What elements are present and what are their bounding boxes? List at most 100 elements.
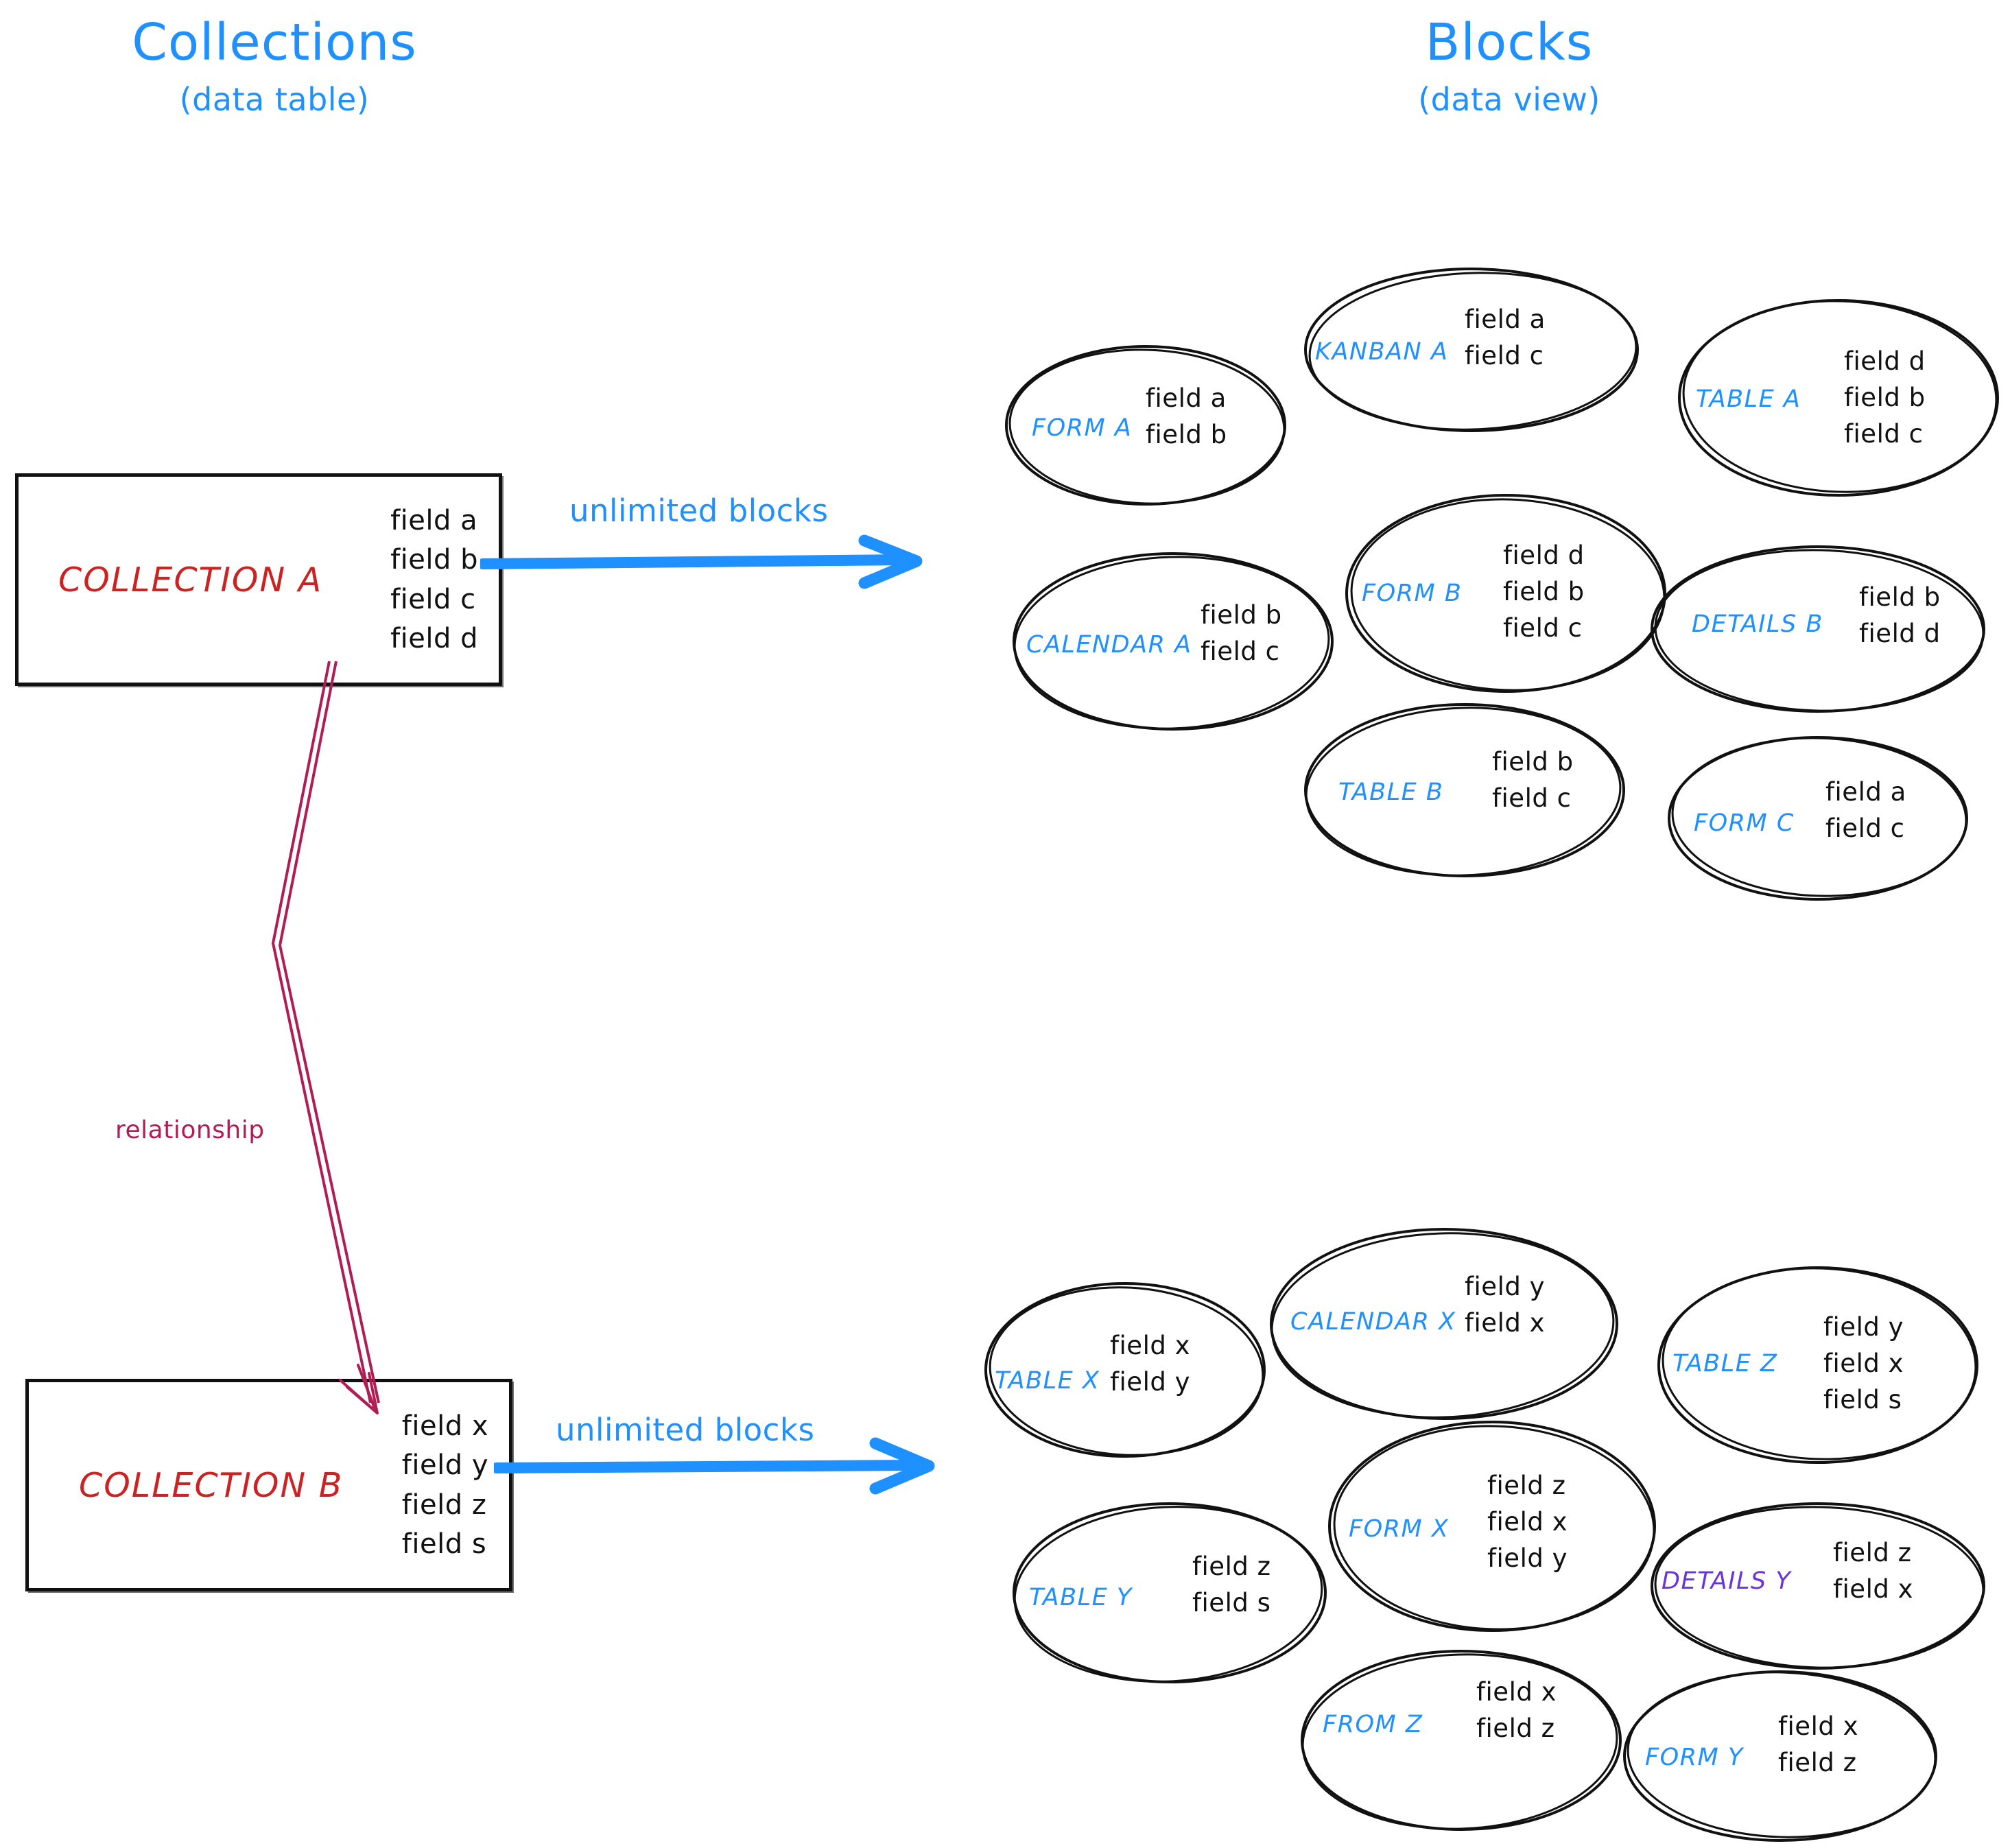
block-field: field z bbox=[1833, 1538, 1912, 1567]
block-field: field x bbox=[1823, 1349, 1904, 1378]
block-field-list: field a field b bbox=[1146, 386, 1227, 447]
block-field-list: field z field x bbox=[1833, 1540, 1913, 1602]
block-table-y[interactable]: TABLE Y field z field s bbox=[1008, 1499, 1331, 1687]
block-form-a[interactable]: FORM A field a field b bbox=[1002, 343, 1290, 508]
block-name: TABLE Y bbox=[1029, 1584, 1133, 1611]
block-name: CALENDAR X bbox=[1290, 1308, 1456, 1336]
blocks-subtitle: (data view) bbox=[1418, 81, 1600, 119]
block-table-b[interactable]: TABLE B field b field c bbox=[1300, 700, 1629, 881]
collection-field: field c bbox=[390, 583, 476, 615]
collections-subtitle: (data table) bbox=[179, 81, 370, 119]
block-kanban-a[interactable]: KANBAN A field a field c bbox=[1300, 264, 1643, 436]
block-field-list: field y field x bbox=[1465, 1274, 1545, 1336]
block-field: field c bbox=[1503, 613, 1583, 643]
block-field: field x bbox=[1487, 1507, 1568, 1537]
block-field-list: field z field x field y bbox=[1487, 1473, 1568, 1571]
block-field: field z bbox=[1778, 1748, 1857, 1777]
block-field-list: field a field c bbox=[1825, 779, 1906, 841]
block-field: field y bbox=[1110, 1367, 1190, 1397]
collection-field: field z bbox=[401, 1489, 487, 1521]
block-form-y[interactable]: FORM Y field x field z bbox=[1619, 1667, 1941, 1845]
collection-b-name: COLLECTION B bbox=[79, 1466, 344, 1505]
block-field: field a bbox=[1825, 777, 1906, 807]
block-name: TABLE A bbox=[1696, 386, 1801, 413]
block-field-list: field x field z bbox=[1778, 1714, 1858, 1775]
relationship-line bbox=[272, 661, 380, 1414]
block-table-a[interactable]: TABLE A field d field b field c bbox=[1674, 295, 2003, 501]
block-name: FORM X bbox=[1349, 1515, 1450, 1543]
block-field: field c bbox=[1201, 637, 1280, 666]
block-field-list: field b field d bbox=[1859, 584, 1941, 646]
block-field: field b bbox=[1146, 420, 1227, 449]
block-from-z[interactable]: FROM Z field x field z bbox=[1297, 1646, 1626, 1835]
block-field: field c bbox=[1465, 341, 1544, 370]
block-details-y[interactable]: DETAILS Y field z field x bbox=[1646, 1499, 1989, 1674]
arrow-right-icon bbox=[477, 534, 923, 589]
collections-title: Collections bbox=[132, 13, 417, 72]
block-field-list: field z field s bbox=[1192, 1554, 1271, 1615]
block-field: field s bbox=[1823, 1385, 1902, 1414]
collection-field: field y bbox=[401, 1449, 488, 1482]
blocks-title: Blocks bbox=[1425, 13, 1594, 72]
block-field-list: field x field z bbox=[1476, 1679, 1557, 1741]
block-calendar-x[interactable]: CALENDAR X field y field x bbox=[1266, 1224, 1622, 1423]
block-name: FORM Y bbox=[1645, 1744, 1744, 1771]
block-name: TABLE Z bbox=[1672, 1350, 1778, 1377]
block-field: field x bbox=[1833, 1574, 1913, 1604]
block-field: field c bbox=[1825, 814, 1905, 843]
block-field: field c bbox=[1492, 783, 1572, 813]
block-name: TABLE B bbox=[1338, 779, 1444, 806]
collection-a-box[interactable]: COLLECTION A field a field b field c fie… bbox=[15, 473, 502, 686]
block-name: CALENDAR A bbox=[1026, 631, 1192, 659]
block-field: field x bbox=[1778, 1711, 1858, 1741]
block-field: field b bbox=[1503, 577, 1585, 606]
collection-field: field d bbox=[390, 623, 478, 655]
block-field-list: field a field c bbox=[1465, 307, 1546, 368]
collection-field: field x bbox=[401, 1410, 488, 1442]
block-field: field x bbox=[1476, 1677, 1557, 1707]
block-details-b[interactable]: DETAILS B field b field d bbox=[1646, 542, 1989, 717]
block-field: field y bbox=[1487, 1543, 1568, 1573]
block-field: field z bbox=[1487, 1471, 1566, 1500]
block-field: field x bbox=[1465, 1308, 1545, 1338]
block-field-list: field d field b field c bbox=[1503, 543, 1585, 641]
block-field: field s bbox=[1192, 1588, 1271, 1618]
block-field: field z bbox=[1192, 1552, 1271, 1581]
collection-b-box[interactable]: COLLECTION B field x field y field z fie… bbox=[25, 1379, 512, 1591]
relationship-label: relationship bbox=[115, 1116, 265, 1144]
blocks-header: Blocks (data view) bbox=[1283, 13, 1736, 119]
block-name: FROM Z bbox=[1323, 1711, 1423, 1738]
block-field-list: field b field c bbox=[1201, 602, 1282, 664]
block-field: field y bbox=[1465, 1272, 1545, 1301]
collection-b-field-list: field x field y field z field s bbox=[402, 1382, 488, 1588]
block-field: field b bbox=[1492, 747, 1574, 777]
block-name: DETAILS Y bbox=[1662, 1567, 1792, 1595]
block-field-list: field b field c bbox=[1492, 749, 1574, 811]
ellipse-shape bbox=[1301, 1650, 1622, 1831]
block-calendar-a[interactable]: CALENDAR A field b field c bbox=[1008, 549, 1338, 734]
collection-field: field s bbox=[401, 1528, 487, 1561]
block-field: field x bbox=[1110, 1331, 1190, 1360]
block-table-z[interactable]: TABLE Z field y field x field s bbox=[1653, 1262, 1983, 1468]
arrow-label-top: unlimited blocks bbox=[569, 493, 829, 529]
block-name: FORM B bbox=[1362, 580, 1463, 607]
block-field-list: field y field x field s bbox=[1823, 1314, 1904, 1412]
block-field: field z bbox=[1476, 1714, 1555, 1743]
block-field: field d bbox=[1844, 346, 1926, 376]
block-field: field a bbox=[1465, 305, 1546, 334]
unlimited-blocks-arrow-bottom bbox=[491, 1427, 960, 1505]
block-field: field b bbox=[1201, 600, 1282, 630]
block-name: DETAILS B bbox=[1692, 611, 1823, 638]
block-form-b[interactable]: FORM B field d field b field c bbox=[1341, 490, 1670, 696]
block-field: field b bbox=[1844, 383, 1926, 412]
collection-a-field-list: field a field b field c field d bbox=[390, 477, 478, 683]
block-table-x[interactable]: TABLE X field x field y bbox=[981, 1279, 1269, 1461]
block-form-c[interactable]: FORM C field a field c bbox=[1664, 733, 1972, 904]
block-field: field b bbox=[1859, 582, 1941, 612]
block-field: field d bbox=[1859, 619, 1941, 648]
relationship-connector bbox=[206, 659, 432, 1430]
arrow-right-icon bbox=[491, 1437, 935, 1495]
block-form-x[interactable]: FORM X field z field x field y bbox=[1324, 1417, 1660, 1636]
collections-header: Collections (data table) bbox=[48, 13, 501, 119]
